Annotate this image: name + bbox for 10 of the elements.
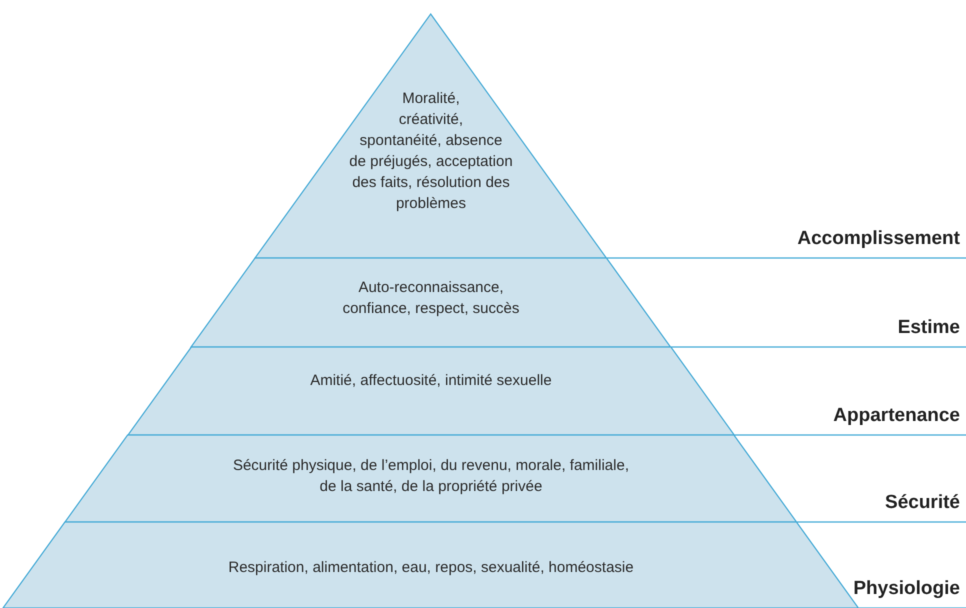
level-name: Appartenance	[833, 405, 960, 427]
level-name: Physiologie	[853, 578, 960, 600]
level-description: Amitié, affectuosité, intimité sexuelle	[309, 371, 553, 391]
level-description: Respiration, alimentation, eau, repos, sexualité, homéostasie	[227, 558, 635, 578]
level-name: Estime	[898, 317, 960, 339]
level-description: Sécurité physique, de l’emploi, du revenu, morale, familiale, de la santé, de la propriété privée	[232, 456, 630, 497]
level-name: Sécurité	[885, 492, 960, 514]
level-description: Moralité, créativité, spontanéité, absence de préjugés, acceptation des faits, résolution des problèmes	[349, 90, 513, 212]
level-name: Accomplissement	[797, 228, 960, 250]
level-description: Auto-reconnaissance, confiance, respect, succès	[342, 278, 520, 319]
